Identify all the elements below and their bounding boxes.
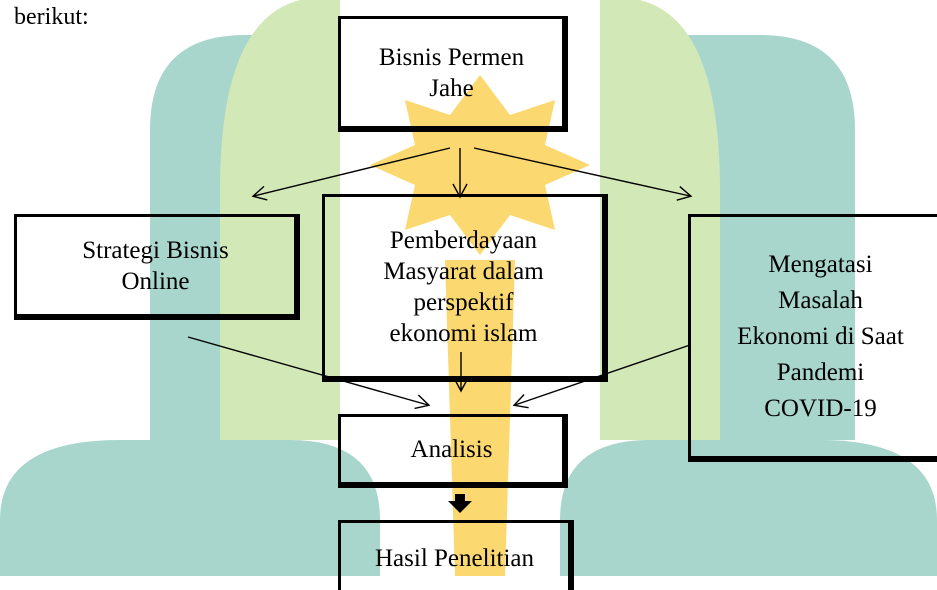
node-text-line: Pandemi bbox=[776, 358, 865, 386]
arrow-left-to-analysis bbox=[187, 336, 431, 410]
watermark-gold-star bbox=[370, 75, 590, 576]
node-text-line: ekonomi islam bbox=[389, 319, 538, 347]
node-text-line: Jahe bbox=[429, 74, 474, 102]
node-strategi-bisnis-online: Strategi Bisnis Online bbox=[14, 214, 300, 320]
node-text-line: Online bbox=[121, 267, 190, 295]
node-pemberdayaan-masyarat: Pemberdayaan Masyarat dalam perspektif e… bbox=[322, 194, 608, 382]
node-text-line: Masyarat dalam bbox=[383, 257, 544, 285]
node-text-line: Strategi Bisnis bbox=[82, 236, 229, 264]
arrow-top-to-left bbox=[251, 147, 451, 201]
node-text-line: COVID-19 bbox=[764, 394, 877, 422]
node-text-line: perspektif bbox=[413, 288, 514, 316]
node-text-line: Mengatasi bbox=[768, 250, 873, 278]
node-text-line: Masalah bbox=[778, 286, 863, 314]
connectors bbox=[187, 147, 693, 513]
node-hasil-penelitian: Hasil Penelitian bbox=[338, 520, 574, 590]
node-text-line: Ekonomi di Saat bbox=[737, 322, 904, 350]
node-text-line: Hasil Penelitian bbox=[375, 545, 534, 572]
watermark-logo-icon bbox=[0, 0, 937, 576]
node-mengatasi-masalah-ekonomi: Mengatasi Masalah Ekonomi di Saat Pandem… bbox=[688, 214, 937, 462]
node-analisis: Analisis bbox=[338, 414, 568, 488]
arrow-analysis-to-result bbox=[448, 494, 472, 513]
arrow-top-to-right bbox=[473, 147, 693, 201]
intro-text: berikut: bbox=[14, 4, 89, 30]
node-text-line: Analisis bbox=[410, 436, 493, 463]
node-text-line: Bisnis Permen bbox=[378, 43, 525, 71]
node-bisnis-permen-jahe: Bisnis Permen Jahe bbox=[338, 16, 568, 132]
node-text-line: Pemberdayaan bbox=[389, 226, 538, 254]
